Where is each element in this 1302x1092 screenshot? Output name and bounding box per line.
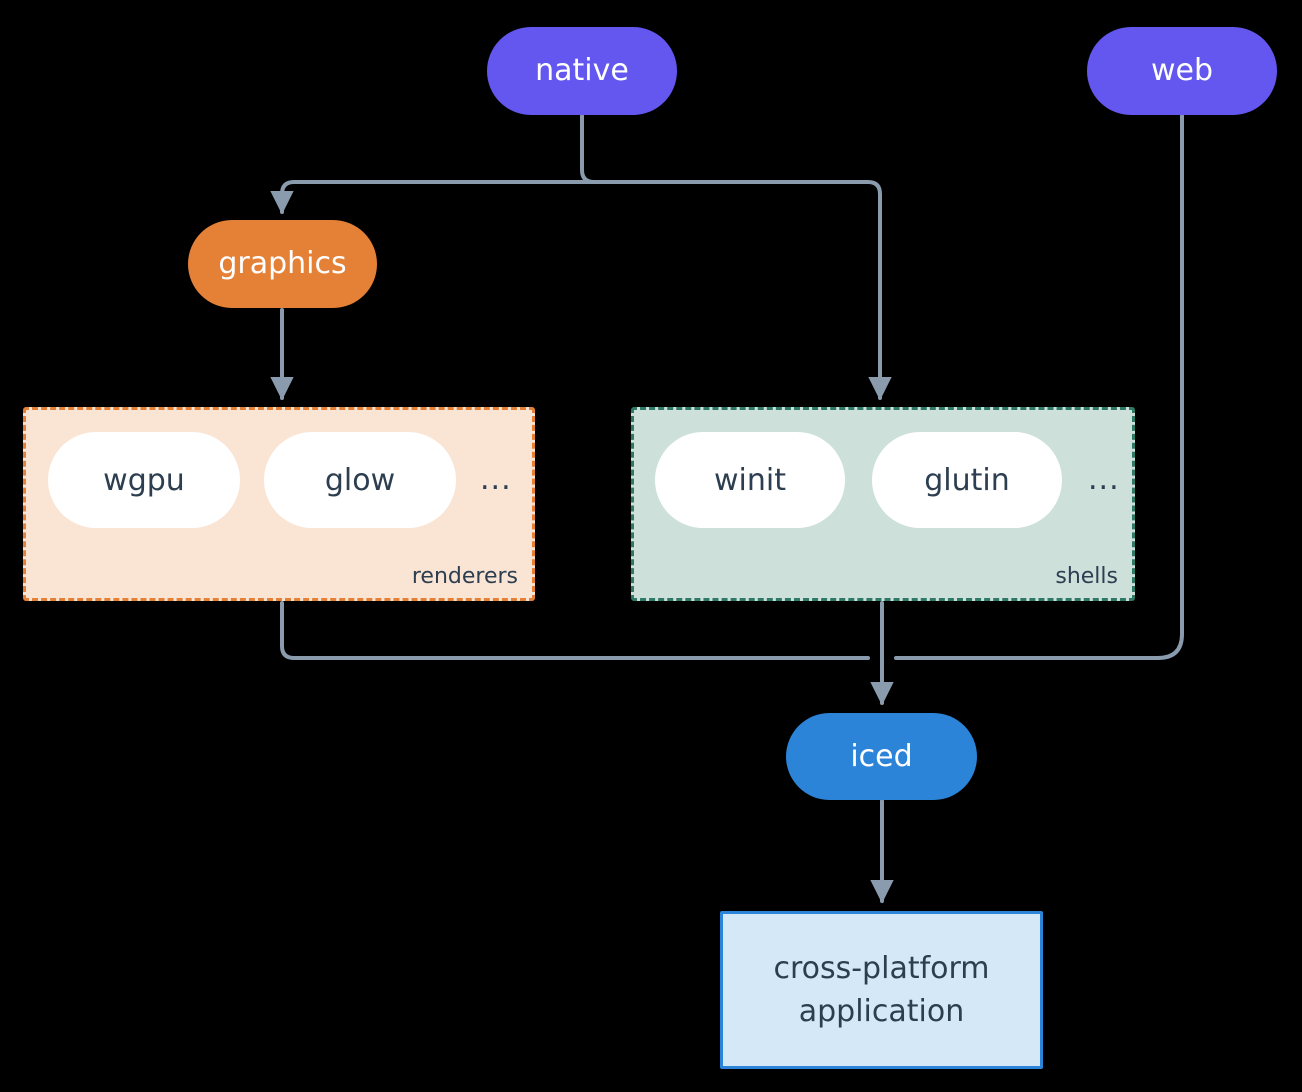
node-wgpu[interactable]: wgpu <box>48 432 240 528</box>
node-application-label-line1: cross-platform <box>773 950 990 986</box>
node-web[interactable]: web <box>1087 27 1277 115</box>
edge-web-iced <box>894 114 1184 660</box>
node-glow-label: glow <box>324 462 396 498</box>
node-native[interactable]: native <box>487 27 677 115</box>
edge-native-bus <box>580 114 596 184</box>
node-glutin[interactable]: glutin <box>872 432 1062 528</box>
node-application-label-line2: application <box>798 994 965 1029</box>
node-winit-label: winit <box>714 462 786 498</box>
node-winit[interactable]: winit <box>655 432 845 528</box>
node-glutin-label: glutin <box>924 462 1010 498</box>
node-iced-label: iced <box>850 738 913 774</box>
node-graphics[interactable]: graphics <box>188 220 377 308</box>
node-wgpu-label: wgpu <box>103 462 185 498</box>
edge-native-shells <box>580 180 892 401</box>
node-graphics-label: graphics <box>218 246 347 282</box>
edge-renderers-iced <box>280 601 870 660</box>
node-web-label: web <box>1150 53 1214 89</box>
node-cross-platform-application[interactable]: cross-platform application <box>720 911 1043 1069</box>
edge-native-graphics <box>270 180 584 215</box>
node-glow[interactable]: glow <box>264 432 456 528</box>
renderers-ellipsis: ... <box>480 462 512 497</box>
cluster-shells-label: shells <box>1055 564 1118 589</box>
node-native-label: native <box>535 53 629 89</box>
node-iced[interactable]: iced <box>786 713 977 800</box>
cluster-renderers-label: renderers <box>411 564 518 589</box>
shells-ellipsis: ... <box>1088 462 1120 497</box>
